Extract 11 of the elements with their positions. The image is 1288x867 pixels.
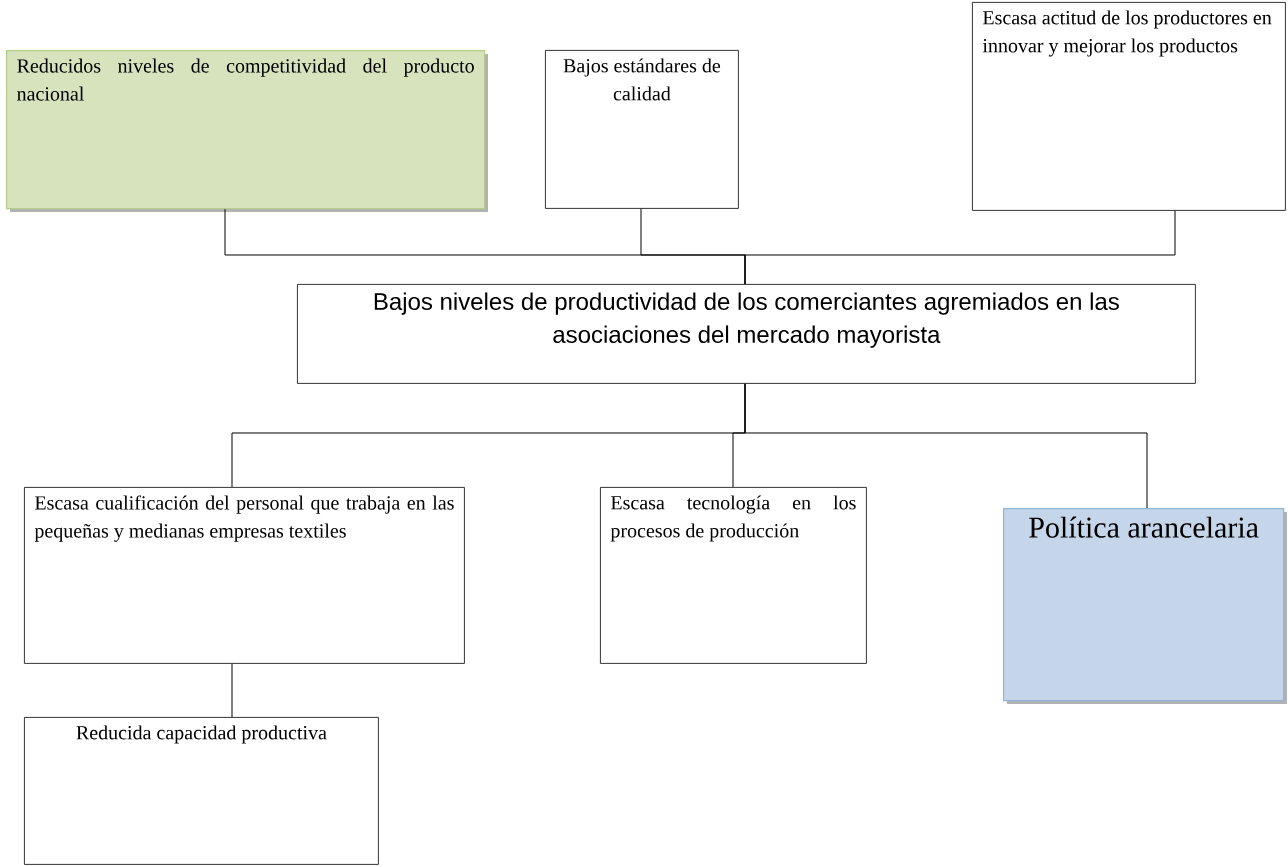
connector-line — [744, 210, 1176, 285]
cause-box: Escasa actitud de los productores en innovar y mejorar los productos — [972, 2, 1286, 211]
highlighted-box: Política arancelaria — [1003, 508, 1287, 704]
cause-box: Escasa cualificación del personal que trabaja en las pequeñas y medianas empresas textiles — [24, 487, 465, 664]
highlighted-box: Reducidos niveles de competitividad del producto nacional — [6, 50, 488, 212]
cause-box: Escasa tecnología en los procesos de producción — [600, 487, 867, 664]
cause-box: Bajos estándares de calidad — [545, 50, 739, 209]
cause-box: Bajos niveles de productividad de los comerciantes agremiados en las asociaciones del mercado mayorista — [297, 284, 1196, 384]
connector-line — [744, 383, 1148, 509]
cause-box: Reducida capacidad productiva — [24, 717, 379, 865]
connector-line — [231, 663, 233, 718]
